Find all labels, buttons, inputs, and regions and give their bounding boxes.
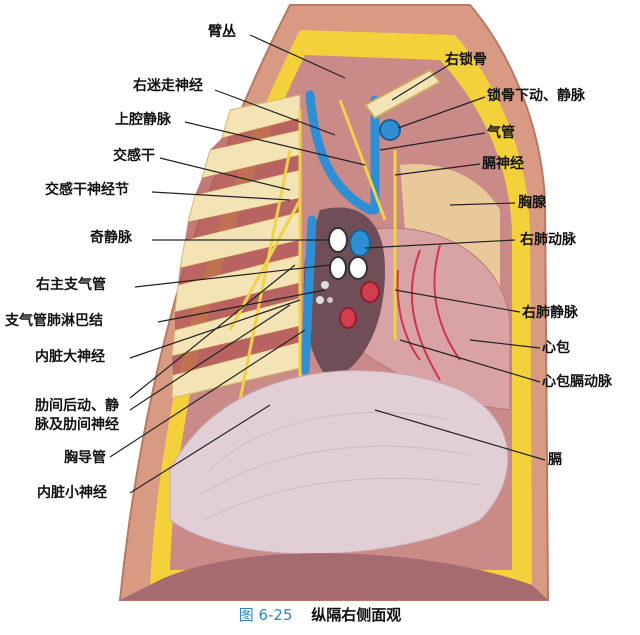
label-intercostal-1: 肋间后动、静: [35, 398, 119, 414]
hilar-vessels: [316, 227, 380, 329]
label-phrenic: 膈神经: [482, 156, 524, 172]
label-sympathetic-ganglion: 交感干神经节: [45, 182, 129, 198]
pericardiophrenic-artery: [396, 244, 461, 381]
nerves: [228, 99, 397, 420]
diaphragm-dome: [169, 370, 509, 555]
label-pericardiophrenic: 心包膈动脉: [542, 374, 612, 390]
label-right-pulm-artery: 右肺动脉: [520, 232, 576, 248]
figure-number: 图 6-25: [238, 606, 293, 624]
label-subclavian: 锁骨下动、静脉: [487, 88, 585, 104]
label-lesser-splanchnic: 内脏小神经: [37, 485, 107, 501]
label-intercostal-2: 脉及肋间神经: [35, 417, 119, 433]
label-right-vagus: 右迷走神经: [133, 78, 203, 94]
label-thymus: 胸腺: [518, 195, 546, 211]
label-sympathetic-trunk: 交感干: [113, 148, 155, 164]
label-azygos: 奇静脉: [90, 230, 132, 246]
label-diaphragm: 膈: [548, 452, 562, 468]
label-thoracic-duct: 胸导管: [64, 450, 106, 466]
label-trachea: 气管: [487, 125, 515, 141]
label-right-clavicle: 右锁骨: [445, 52, 487, 68]
abdominal-wall: [120, 553, 548, 600]
label-bronchopulmonary-ln: 支气管肺淋巴结: [5, 313, 103, 329]
diaphragm-striations: [199, 411, 481, 521]
label-svc: 上腔静脉: [115, 112, 171, 128]
label-right-main-bronchus: 右主支气管: [36, 277, 106, 293]
leader-lines: [109, 34, 546, 494]
label-pericardium: 心包: [542, 340, 570, 356]
label-brachial-plexus: 臂丛: [208, 24, 236, 40]
label-greater-splanchnic: 内脏大神经: [35, 349, 105, 365]
figure-caption: 图 6-25 纵隔右侧面观: [0, 604, 640, 625]
figure-title: 纵隔右侧面观: [311, 606, 402, 624]
label-right-pulm-vein: 右肺静脉: [522, 305, 578, 321]
subclavian-vessel: [379, 119, 401, 141]
